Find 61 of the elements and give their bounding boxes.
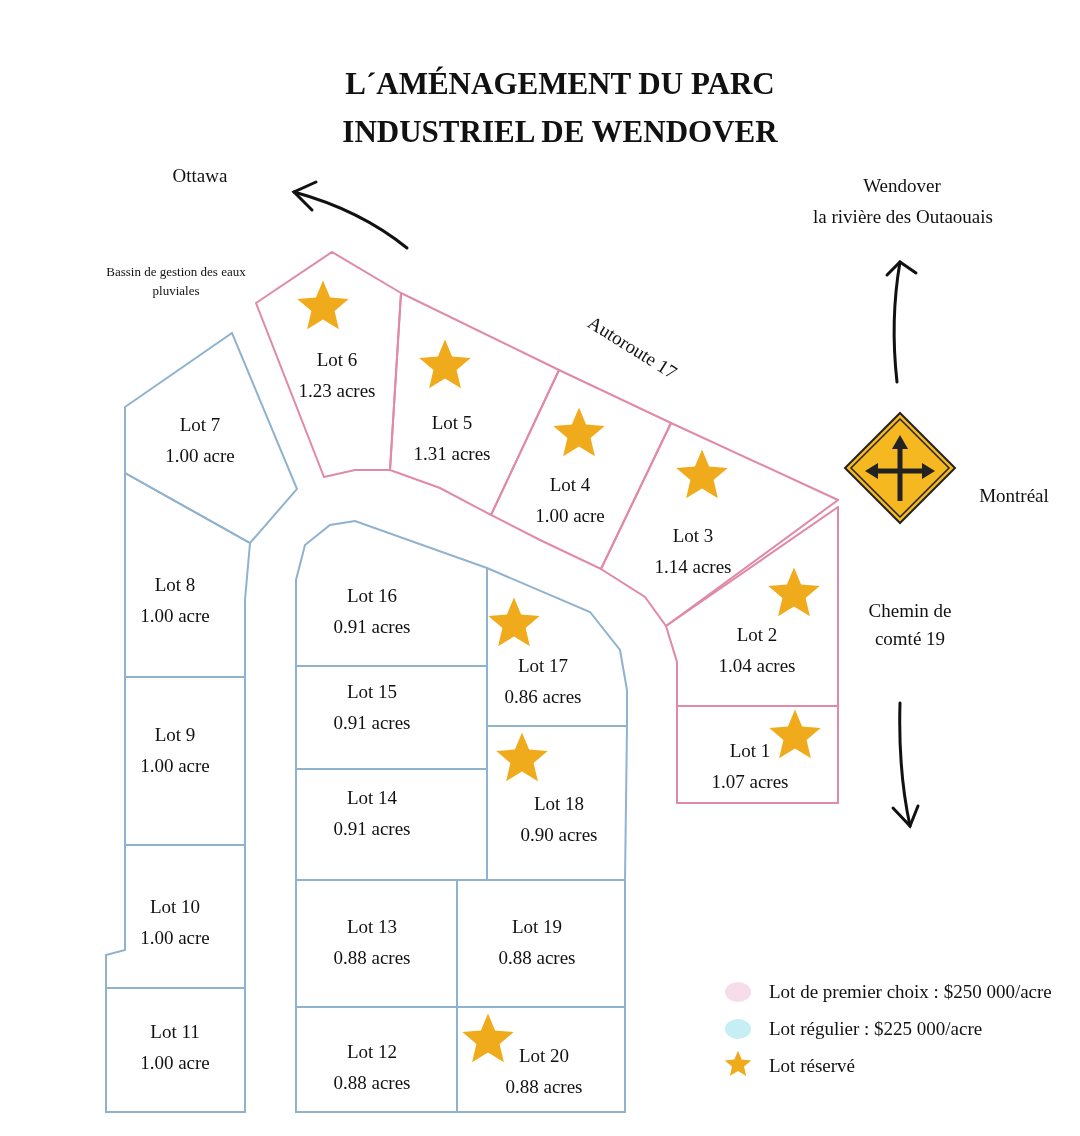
lot-area: 1.00 acre [535,505,605,526]
lot-number: Lot 4 [549,474,591,495]
lot-number: Lot 14 [346,787,398,808]
city-name: Montréal [979,485,1049,507]
lot-parcel [105,844,246,989]
lot-number: Lot 9 [154,724,196,745]
lot-parcel [124,332,298,544]
lot-area: 0.91 acres [333,616,411,637]
city-name: Ottawa [172,165,228,187]
lot-number: Lot 1 [729,740,771,761]
lot-area: 0.88 acres [505,1076,583,1097]
legend-text: Lot de premier choix : $250 000/acre [769,981,1052,1003]
lot-number: Lot 20 [518,1045,570,1066]
lot-number: Lot 7 [179,414,221,435]
lot-area: 1.00 acre [140,605,210,626]
lot-number: Lot 16 [346,585,398,606]
lot-parcel [295,520,488,667]
lot-number: Lot 19 [511,916,563,937]
lot-parcel [124,472,251,678]
legend-text: Lot régulier : $225 000/acre [769,1018,983,1040]
legend-text: Lot réservé [769,1055,855,1077]
lot-number: Lot 8 [154,574,196,595]
lot-parcel [255,251,402,478]
title: L´AMÉNAGEMENT DU PARC INDUSTRIEL DE WENDOVER [341,65,779,151]
river-name: la rivière des Outaouais [813,206,993,228]
lot-area: 0.91 acres [333,712,411,733]
lot-parcel [295,1006,458,1113]
lot-number: Lot 6 [316,349,358,370]
pond-label: Bassin de gestion des eaux pluviales [106,263,246,300]
lot-area: 0.86 acres [504,686,582,707]
lot-number: Lot 11 [150,1021,200,1042]
lot-parcel [676,705,839,804]
lot-area: 1.31 acres [413,443,491,464]
lot-area: 0.88 acres [333,1072,411,1093]
lot-number: Lot 2 [736,624,778,645]
lot-area: 1.00 acre [140,927,210,948]
lot-parcel [456,1006,626,1113]
lot-area: 1.14 acres [654,556,732,577]
lot-area: 0.91 acres [333,818,411,839]
lot-area: 1.23 acres [298,380,376,401]
lot-parcel [105,987,246,1113]
lot-area: 1.00 acre [140,1052,210,1073]
lot-number: Lot 17 [517,655,569,676]
lot-area: 0.88 acres [333,947,411,968]
lot-area: 0.88 acres [498,947,576,968]
lot-number: Lot 5 [431,412,473,433]
lot-number: Lot 10 [149,896,201,917]
lot-area: 1.07 acres [711,771,789,792]
lot-number: Lot 15 [346,681,398,702]
lot-number: Lot 12 [346,1041,398,1062]
lot-area: 1.00 acre [140,755,210,776]
lot-area: 0.90 acres [520,824,598,845]
lot-area: 1.04 acres [718,655,796,676]
city-name: Wendover [863,175,941,197]
lot-parcel [124,676,246,846]
lot-number: Lot 18 [533,793,585,814]
lot-parcel [486,567,628,727]
lot-number: Lot 13 [346,916,398,937]
lot-number: Lot 3 [672,525,714,546]
road-name: Chemin de comté 19 [867,599,953,651]
lot-area: 1.00 acre [165,445,235,466]
